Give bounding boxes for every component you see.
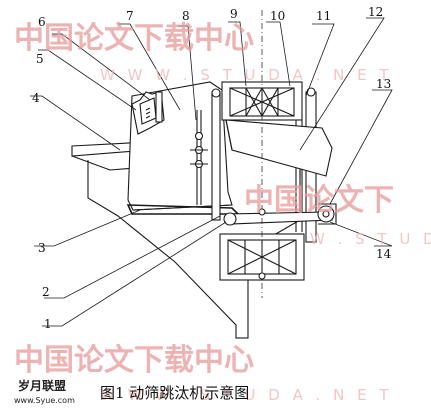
label-10: 10 bbox=[270, 9, 285, 23]
watermark-en-right: W . S T U D bbox=[310, 230, 431, 248]
label-9: 9 bbox=[230, 7, 238, 21]
part-labels: 6 5 4 7 8 9 10 11 12 13 3 2 1 14 bbox=[32, 5, 392, 331]
pivot-left bbox=[223, 212, 237, 226]
site-logo-url: www.Syue.com bbox=[14, 396, 75, 405]
label-1: 1 bbox=[44, 317, 52, 331]
feed-trough-lower bbox=[71, 155, 136, 171]
label-5: 5 bbox=[36, 52, 44, 66]
pivot-right bbox=[317, 205, 335, 223]
leader-lines bbox=[30, 17, 393, 327]
site-logo: 岁月联盟 www.Syue.com bbox=[14, 378, 75, 405]
label-3: 3 bbox=[38, 241, 46, 255]
label-8: 8 bbox=[182, 9, 190, 23]
left-post bbox=[211, 91, 221, 221]
label-14: 14 bbox=[376, 247, 392, 261]
label-6: 6 bbox=[38, 15, 46, 29]
label-13: 13 bbox=[376, 77, 391, 91]
machine-drawing bbox=[71, 10, 337, 339]
label-2: 2 bbox=[42, 285, 50, 299]
label-7: 7 bbox=[126, 9, 134, 23]
watermark-cn-right: 中国论文下 bbox=[244, 183, 394, 218]
watermark-cn-bottom: 中国论文下载中心 bbox=[14, 343, 254, 378]
label-12: 12 bbox=[368, 5, 383, 19]
watermark-en-bottom: W W W . S T U D A . N E T bbox=[100, 386, 393, 404]
discharge-chute bbox=[225, 119, 333, 177]
label-4: 4 bbox=[32, 91, 40, 105]
label-11: 11 bbox=[316, 9, 331, 23]
watermarks: 中国论文下载中心 W W W . S T U D A . N E T 中国论文下… bbox=[14, 21, 431, 404]
watermark-cn-top: 中国论文下载中心 bbox=[14, 21, 254, 56]
site-logo-name: 岁月联盟 bbox=[18, 378, 66, 393]
figure-caption: 图1 动筛跳汰机示意图 bbox=[100, 384, 249, 402]
watermark-en-top: W W W . S T U D A . N E T bbox=[100, 66, 393, 84]
